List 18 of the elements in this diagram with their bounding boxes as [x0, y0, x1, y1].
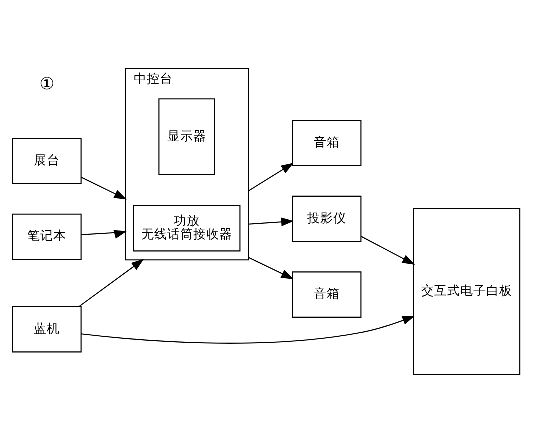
label: ① — [40, 72, 55, 93]
node-box: 蓝机 — [12, 306, 82, 352]
arrow — [361, 236, 416, 264]
node-box: 功放 无线话筒接收器 — [133, 204, 241, 252]
node-box: 显示器 — [158, 98, 216, 175]
node-box: 交互式电子白板 — [413, 208, 521, 375]
node-box: 音箱 — [292, 271, 362, 318]
arrow — [248, 162, 294, 192]
node-box: 音箱 — [292, 120, 362, 166]
arrow — [248, 256, 294, 279]
arrow — [81, 176, 127, 200]
node-box: 笔记本 — [12, 213, 82, 260]
node-box: 展台 — [12, 138, 82, 184]
arrow — [81, 315, 416, 344]
arrow — [78, 258, 144, 307]
arrow — [82, 230, 128, 238]
arrow — [248, 217, 294, 226]
node-box: 投影仪 — [292, 195, 362, 242]
